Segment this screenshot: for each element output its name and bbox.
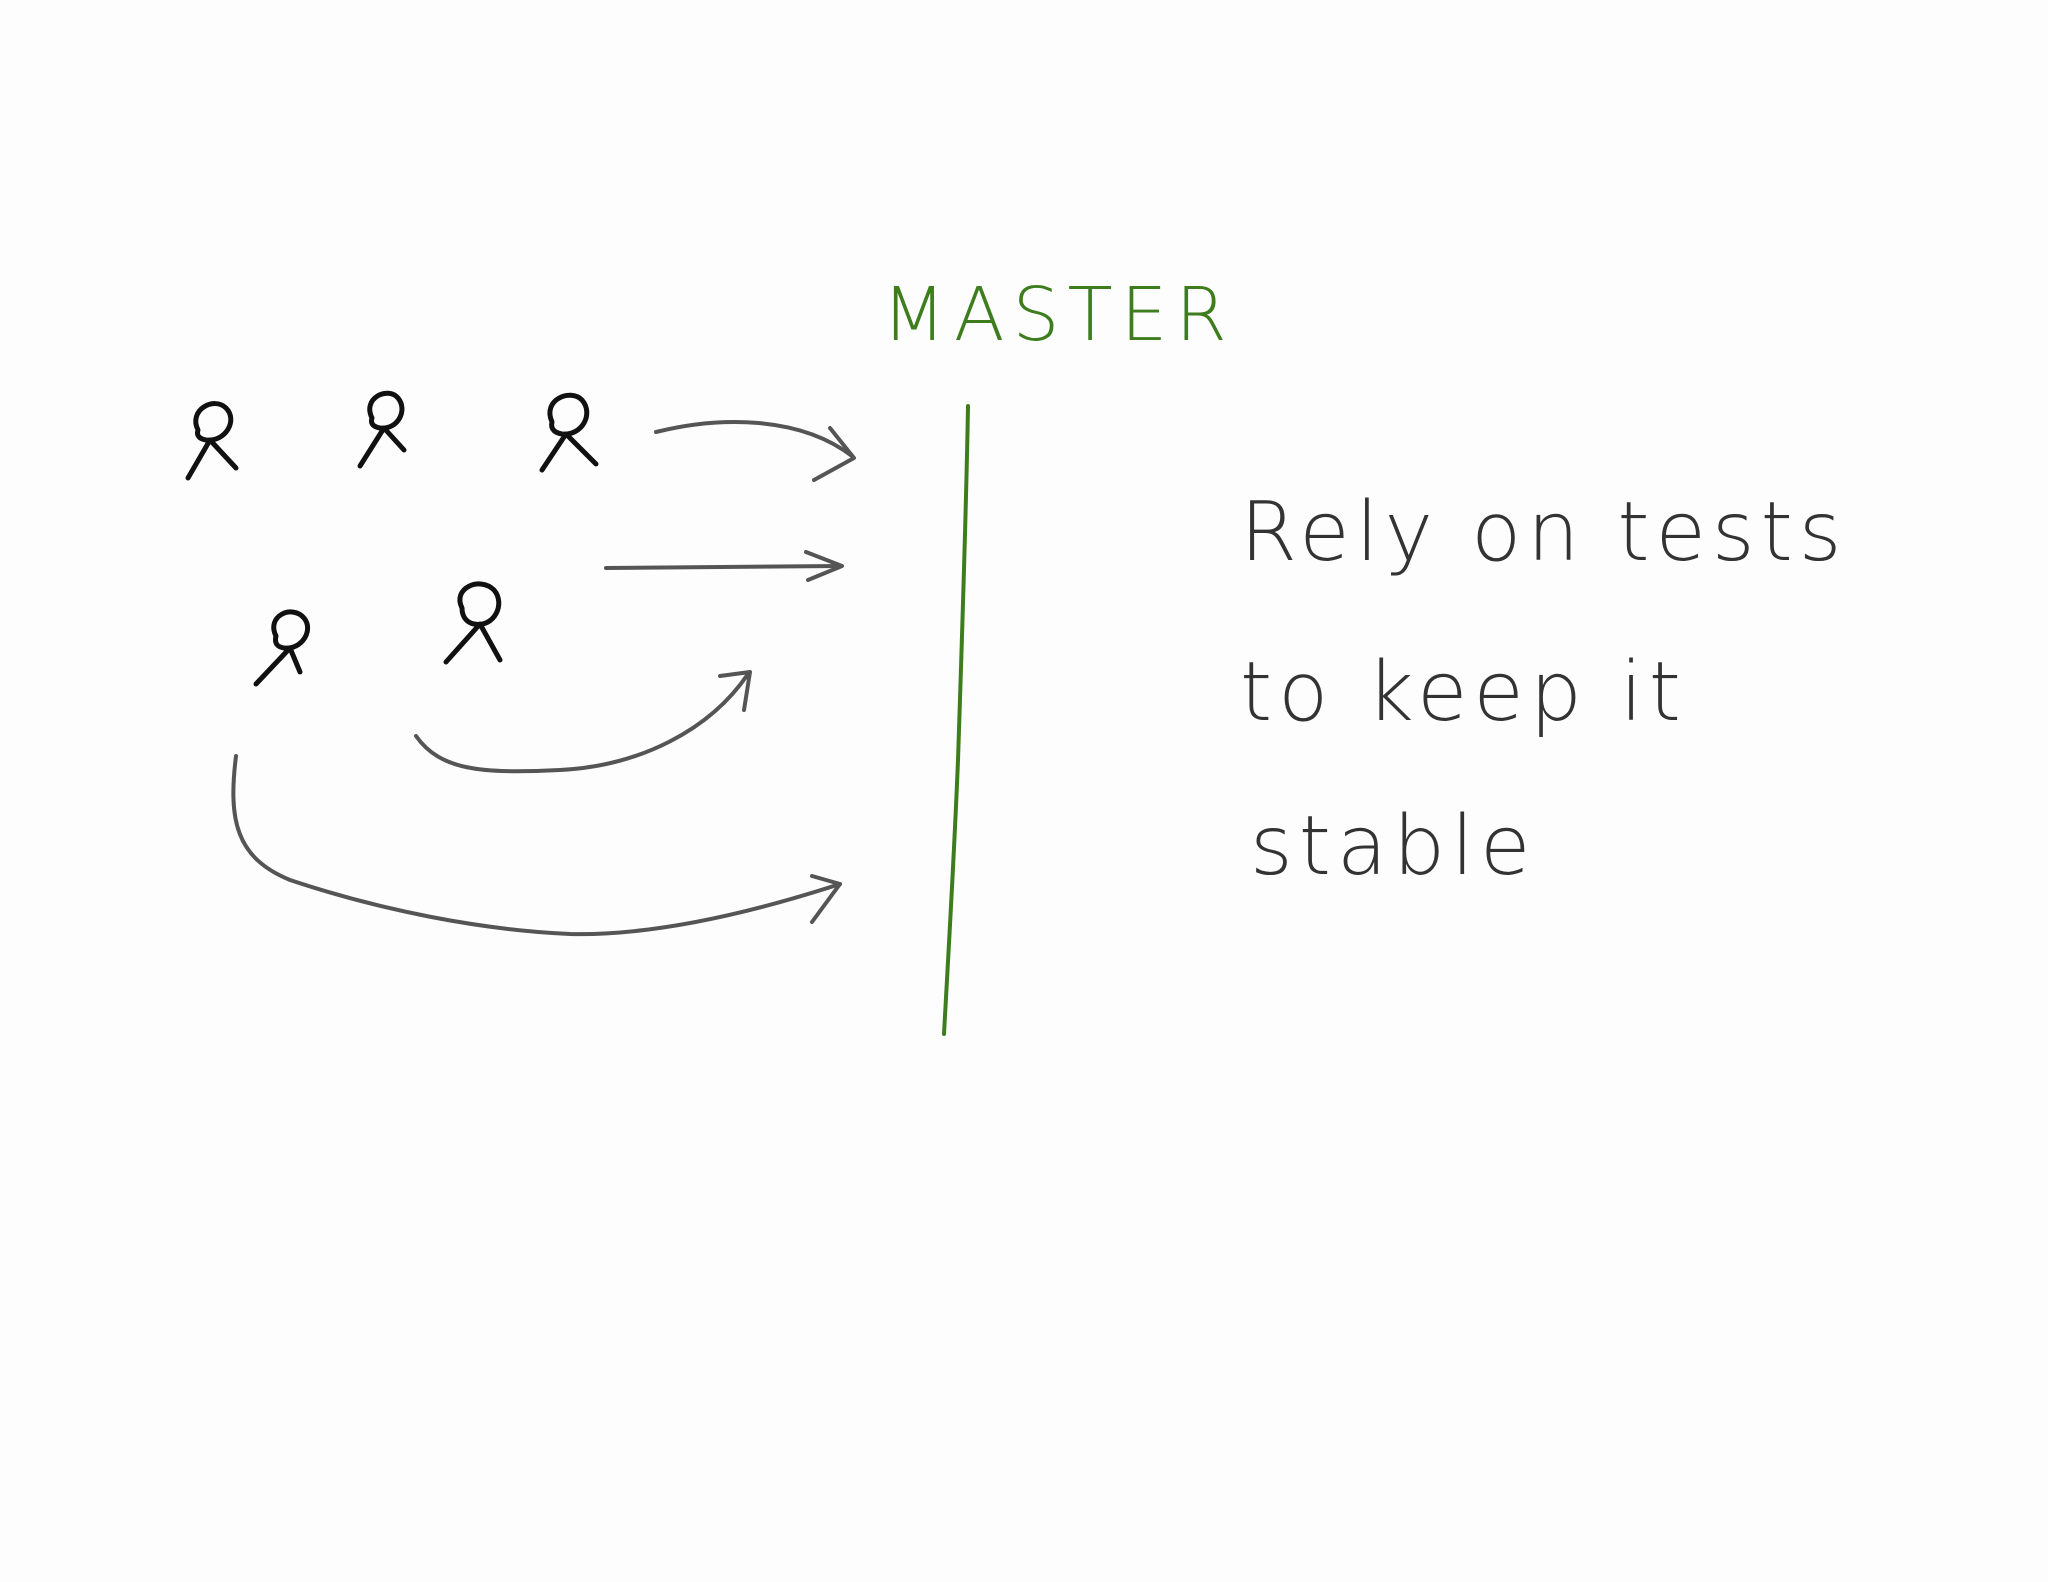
person-figure-4 xyxy=(253,609,311,687)
person-figure-5 xyxy=(443,581,503,665)
note-line-2: to keep it xyxy=(1240,645,1687,740)
person-figure-1 xyxy=(185,401,239,481)
arrow-3 xyxy=(414,670,752,774)
note-line-1: Rely on tests xyxy=(1240,485,1848,580)
arrow-4 xyxy=(231,754,842,937)
note-line-3: stable xyxy=(1250,799,1536,894)
person-figure-3 xyxy=(539,392,599,473)
master-branch-line xyxy=(942,404,970,1036)
arrow-2 xyxy=(604,550,844,582)
arrow-1 xyxy=(654,420,856,482)
branch-label: MASTER xyxy=(882,272,1235,358)
person-figure-2 xyxy=(357,390,407,469)
